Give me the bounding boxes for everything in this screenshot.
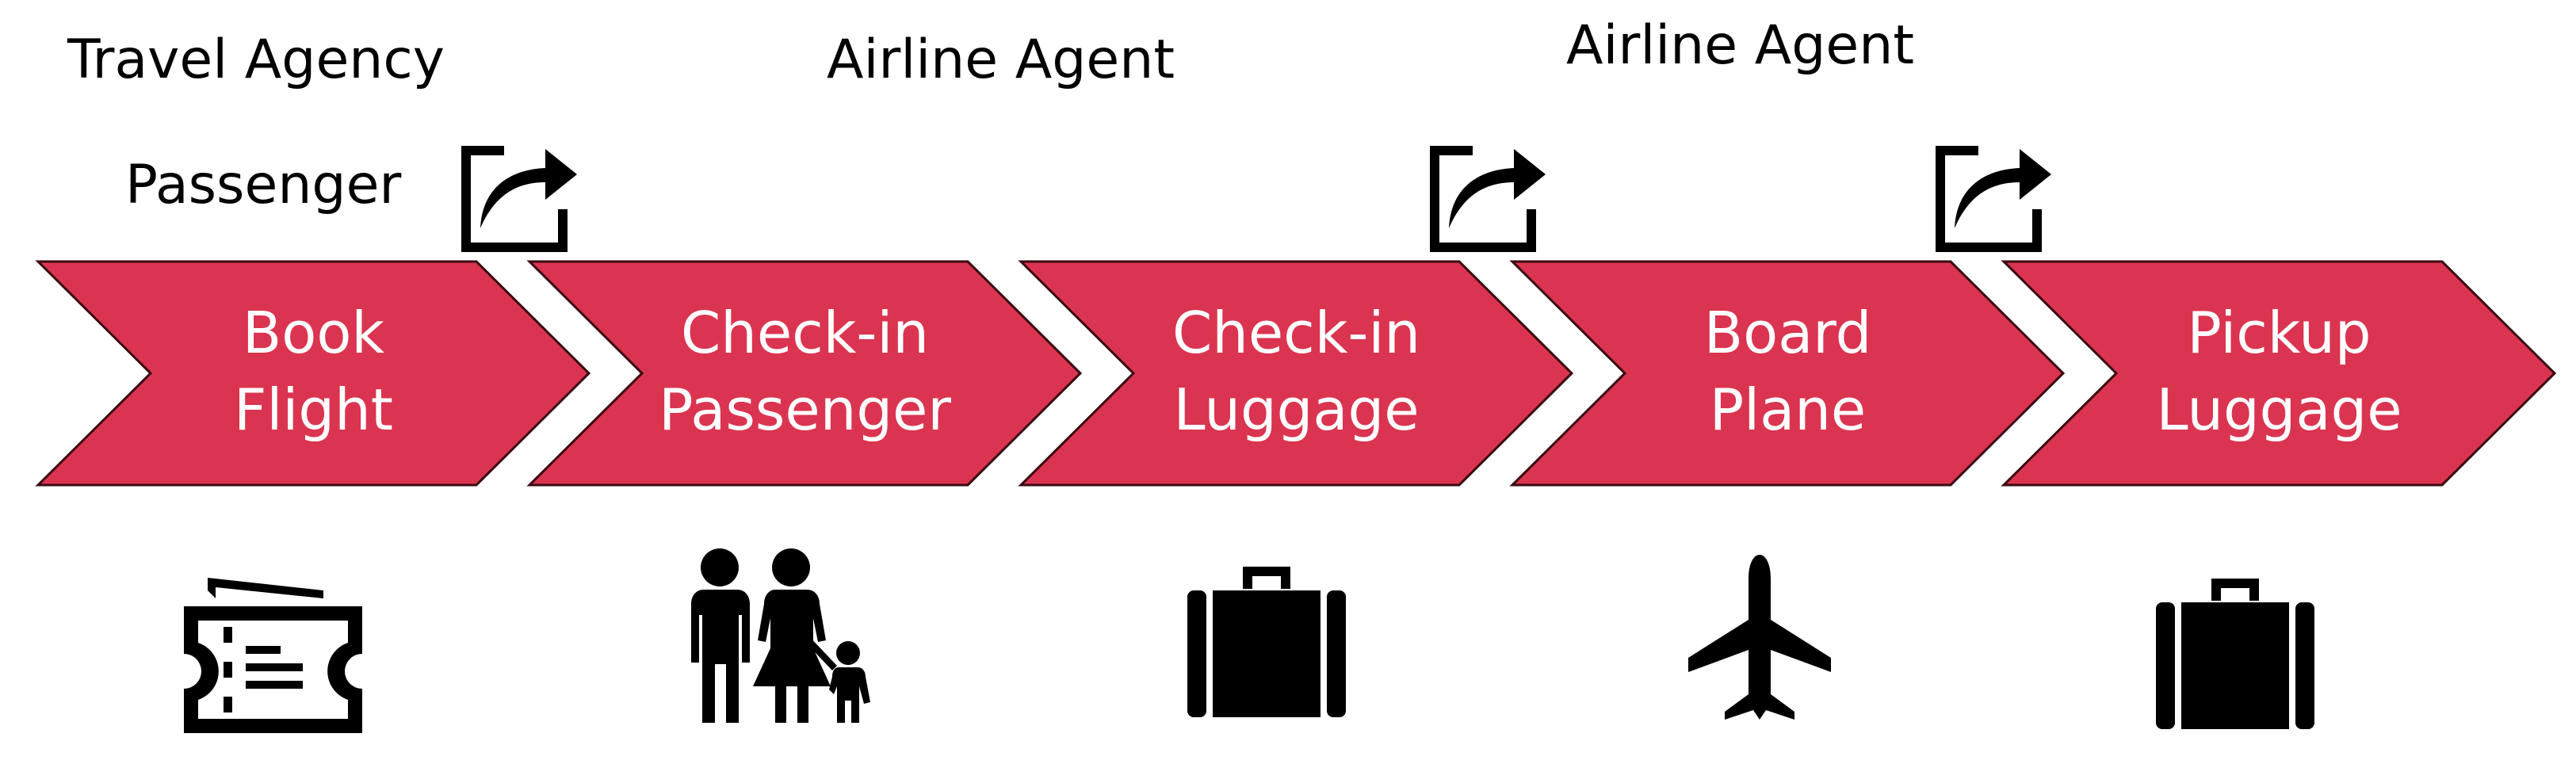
airplane-icon [1688,555,1831,720]
ticket-icon [184,578,362,733]
step-label-1: Check-in [1172,300,1420,366]
step-label-2: Luggage [1173,376,1419,443]
step-chevron [2001,260,2557,487]
step-label-1: Pickup [2187,300,2371,366]
step-chevron [35,260,591,487]
step-label-2: Flight [234,376,393,443]
step-chevron [526,260,1083,487]
step-label-2: Plane [1710,376,1866,443]
share-icon [1430,146,1546,252]
step-label-2: Passenger [659,376,951,443]
family-icon [691,548,870,723]
suitcase-icon [1187,567,1346,717]
suitcase-icon [2156,579,2314,729]
step-chevron [1018,260,1574,487]
step-label-2: Luggage [2156,376,2402,443]
step-chevron [1509,260,2066,487]
share-icon [461,146,577,252]
step-label-1: Book [243,300,384,366]
role-airline-agent-2: Airline Agent [1566,14,1914,77]
role-airline-agent-1: Airline Agent [827,29,1175,91]
role-passenger: Passenger [125,154,402,216]
step-label-1: Check-in [681,300,929,366]
step-label-1: Board [1704,300,1872,366]
role-travel-agency: Travel Agency [67,29,445,91]
share-icon [1936,146,2051,252]
